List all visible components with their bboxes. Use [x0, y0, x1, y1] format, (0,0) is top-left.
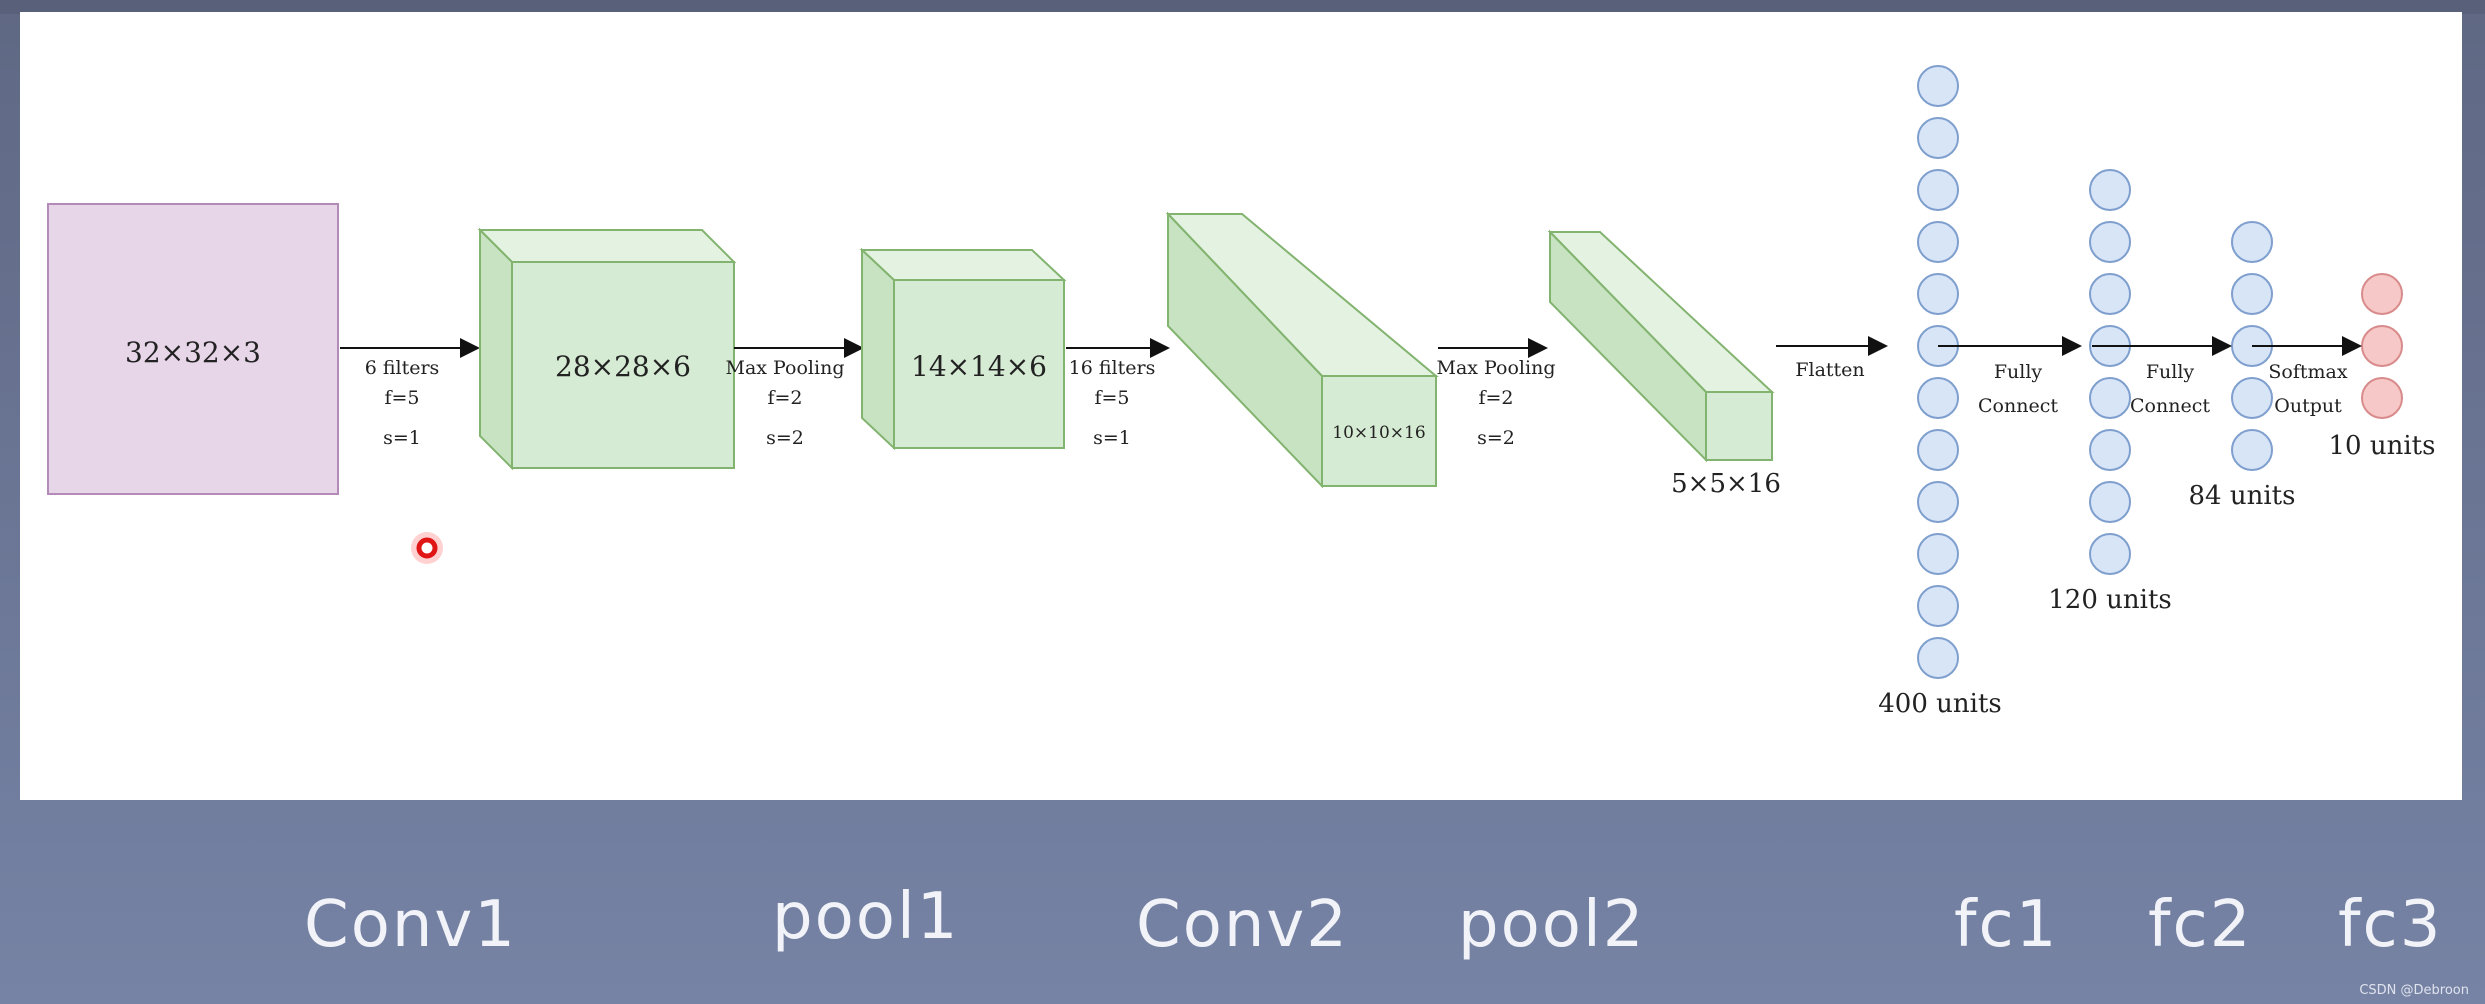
- pool1-dims: 14×14×6: [911, 350, 1047, 383]
- diagram-canvas: 32×32×3 6 filters f=5 s=1 28×28×6 Max Po…: [20, 12, 2462, 800]
- output-units: 10 units: [2329, 431, 2436, 461]
- fc1-neuron: [1917, 429, 1959, 471]
- output-neuron: [2361, 325, 2403, 367]
- fc3-neuron: [2231, 273, 2273, 315]
- conv1-cube-top: [477, 229, 737, 263]
- fc1-units: 400 units: [1878, 689, 2002, 719]
- flatten-label: Flatten: [1795, 359, 1864, 381]
- conv2-dims: 10×10×16: [1332, 423, 1425, 443]
- output-neurons: [2361, 273, 2403, 419]
- watermark: CSDN @Debroon: [2359, 983, 2469, 998]
- fc1-neuron: [1917, 65, 1959, 107]
- fc1-neuron: [1917, 273, 1959, 315]
- fc1-neuron: [1917, 117, 1959, 159]
- conv2-op-line3: s=1: [1093, 427, 1131, 449]
- pool1-op-line1: Max Pooling: [726, 357, 845, 379]
- fc1-neuron: [1917, 481, 1959, 523]
- fc2-neuron: [2089, 221, 2131, 263]
- stage-label-fc2: fc2: [2148, 888, 2253, 962]
- fc2-connect-line1: Fully: [2146, 361, 2195, 383]
- fc1-neuron: [1917, 169, 1959, 211]
- pool1-cube-side: [861, 247, 895, 451]
- conv1-cube-front: [511, 261, 735, 469]
- fc3-neuron: [2231, 377, 2273, 419]
- stage-label-pool2: pool2: [1458, 888, 1646, 962]
- stage-label-conv2: Conv2: [1136, 888, 1349, 962]
- fc1-neuron: [1917, 377, 1959, 419]
- fc2-neuron: [2089, 169, 2131, 211]
- pool2-cube-front: [1705, 391, 1773, 461]
- conv1-op-line1: 6 filters: [365, 357, 440, 379]
- pool2-cube: [1547, 229, 1775, 463]
- fc1-connect-line2: Connect: [1978, 395, 2058, 417]
- fc1-neuron: [1917, 533, 1959, 575]
- stage-label-fc1: fc1: [1954, 888, 2059, 962]
- fc3-neuron: [2231, 221, 2273, 263]
- conv1-dims: 28×28×6: [555, 350, 691, 383]
- fc3-neuron: [2231, 429, 2273, 471]
- fc2-neuron: [2089, 429, 2131, 471]
- conv2-op-line1: 16 filters: [1069, 357, 1156, 379]
- conv2-cube-front: [1321, 375, 1437, 487]
- fc1-neuron: [1917, 585, 1959, 627]
- conv2-cube: [1165, 211, 1439, 489]
- fc2-units: 120 units: [2048, 585, 2172, 615]
- pool2-op-line3: s=2: [1477, 427, 1515, 449]
- softmax-line1: Softmax: [2268, 361, 2347, 383]
- fc2-connect-line2: Connect: [2130, 395, 2210, 417]
- pool1-cube: [859, 247, 1067, 451]
- fc2-neurons: [2089, 169, 2131, 575]
- conv1-cube-side: [479, 227, 513, 471]
- pool1-cube-front: [893, 279, 1065, 449]
- conv1-op-line2: f=5: [384, 387, 419, 409]
- fc2-neuron: [2089, 481, 2131, 523]
- pool2-op-line2: f=2: [1478, 387, 1513, 409]
- lenet-diagram: 32×32×3 6 filters f=5 s=1 28×28×6 Max Po…: [47, 65, 2436, 719]
- softmax-line2: Output: [2274, 395, 2342, 417]
- output-neuron: [2361, 377, 2403, 419]
- conv1-op-line3: s=1: [383, 427, 421, 449]
- stage-label-fc3: fc3: [2338, 888, 2443, 962]
- input-block: [47, 203, 339, 495]
- fc3-units: 84 units: [2189, 481, 2296, 511]
- fc2-neuron: [2089, 377, 2131, 419]
- fc2-neuron: [2089, 273, 2131, 315]
- stage-label-pool1: pool1: [772, 880, 960, 954]
- pool1-op-line3: s=2: [766, 427, 804, 449]
- fc2-neuron: [2089, 533, 2131, 575]
- window-top-strip: [0, 0, 2485, 14]
- pool2-op-line1: Max Pooling: [1437, 357, 1556, 379]
- input-dims: 32×32×3: [125, 336, 261, 369]
- pool2-dims: 5×5×16: [1671, 469, 1781, 499]
- fc1-neurons: [1917, 65, 1959, 679]
- fc1-connect-line1: Fully: [1994, 361, 2043, 383]
- conv1-cube: [477, 227, 737, 471]
- stage-label-conv1: Conv1: [304, 888, 517, 962]
- fc1-neuron: [1917, 637, 1959, 679]
- output-neuron: [2361, 273, 2403, 315]
- fc1-neuron: [1917, 221, 1959, 263]
- cursor-dot: [416, 537, 438, 559]
- conv2-op-line2: f=5: [1094, 387, 1129, 409]
- fc3-neurons: [2231, 221, 2273, 471]
- pool1-op-line2: f=2: [767, 387, 802, 409]
- pool1-cube-top: [859, 249, 1067, 281]
